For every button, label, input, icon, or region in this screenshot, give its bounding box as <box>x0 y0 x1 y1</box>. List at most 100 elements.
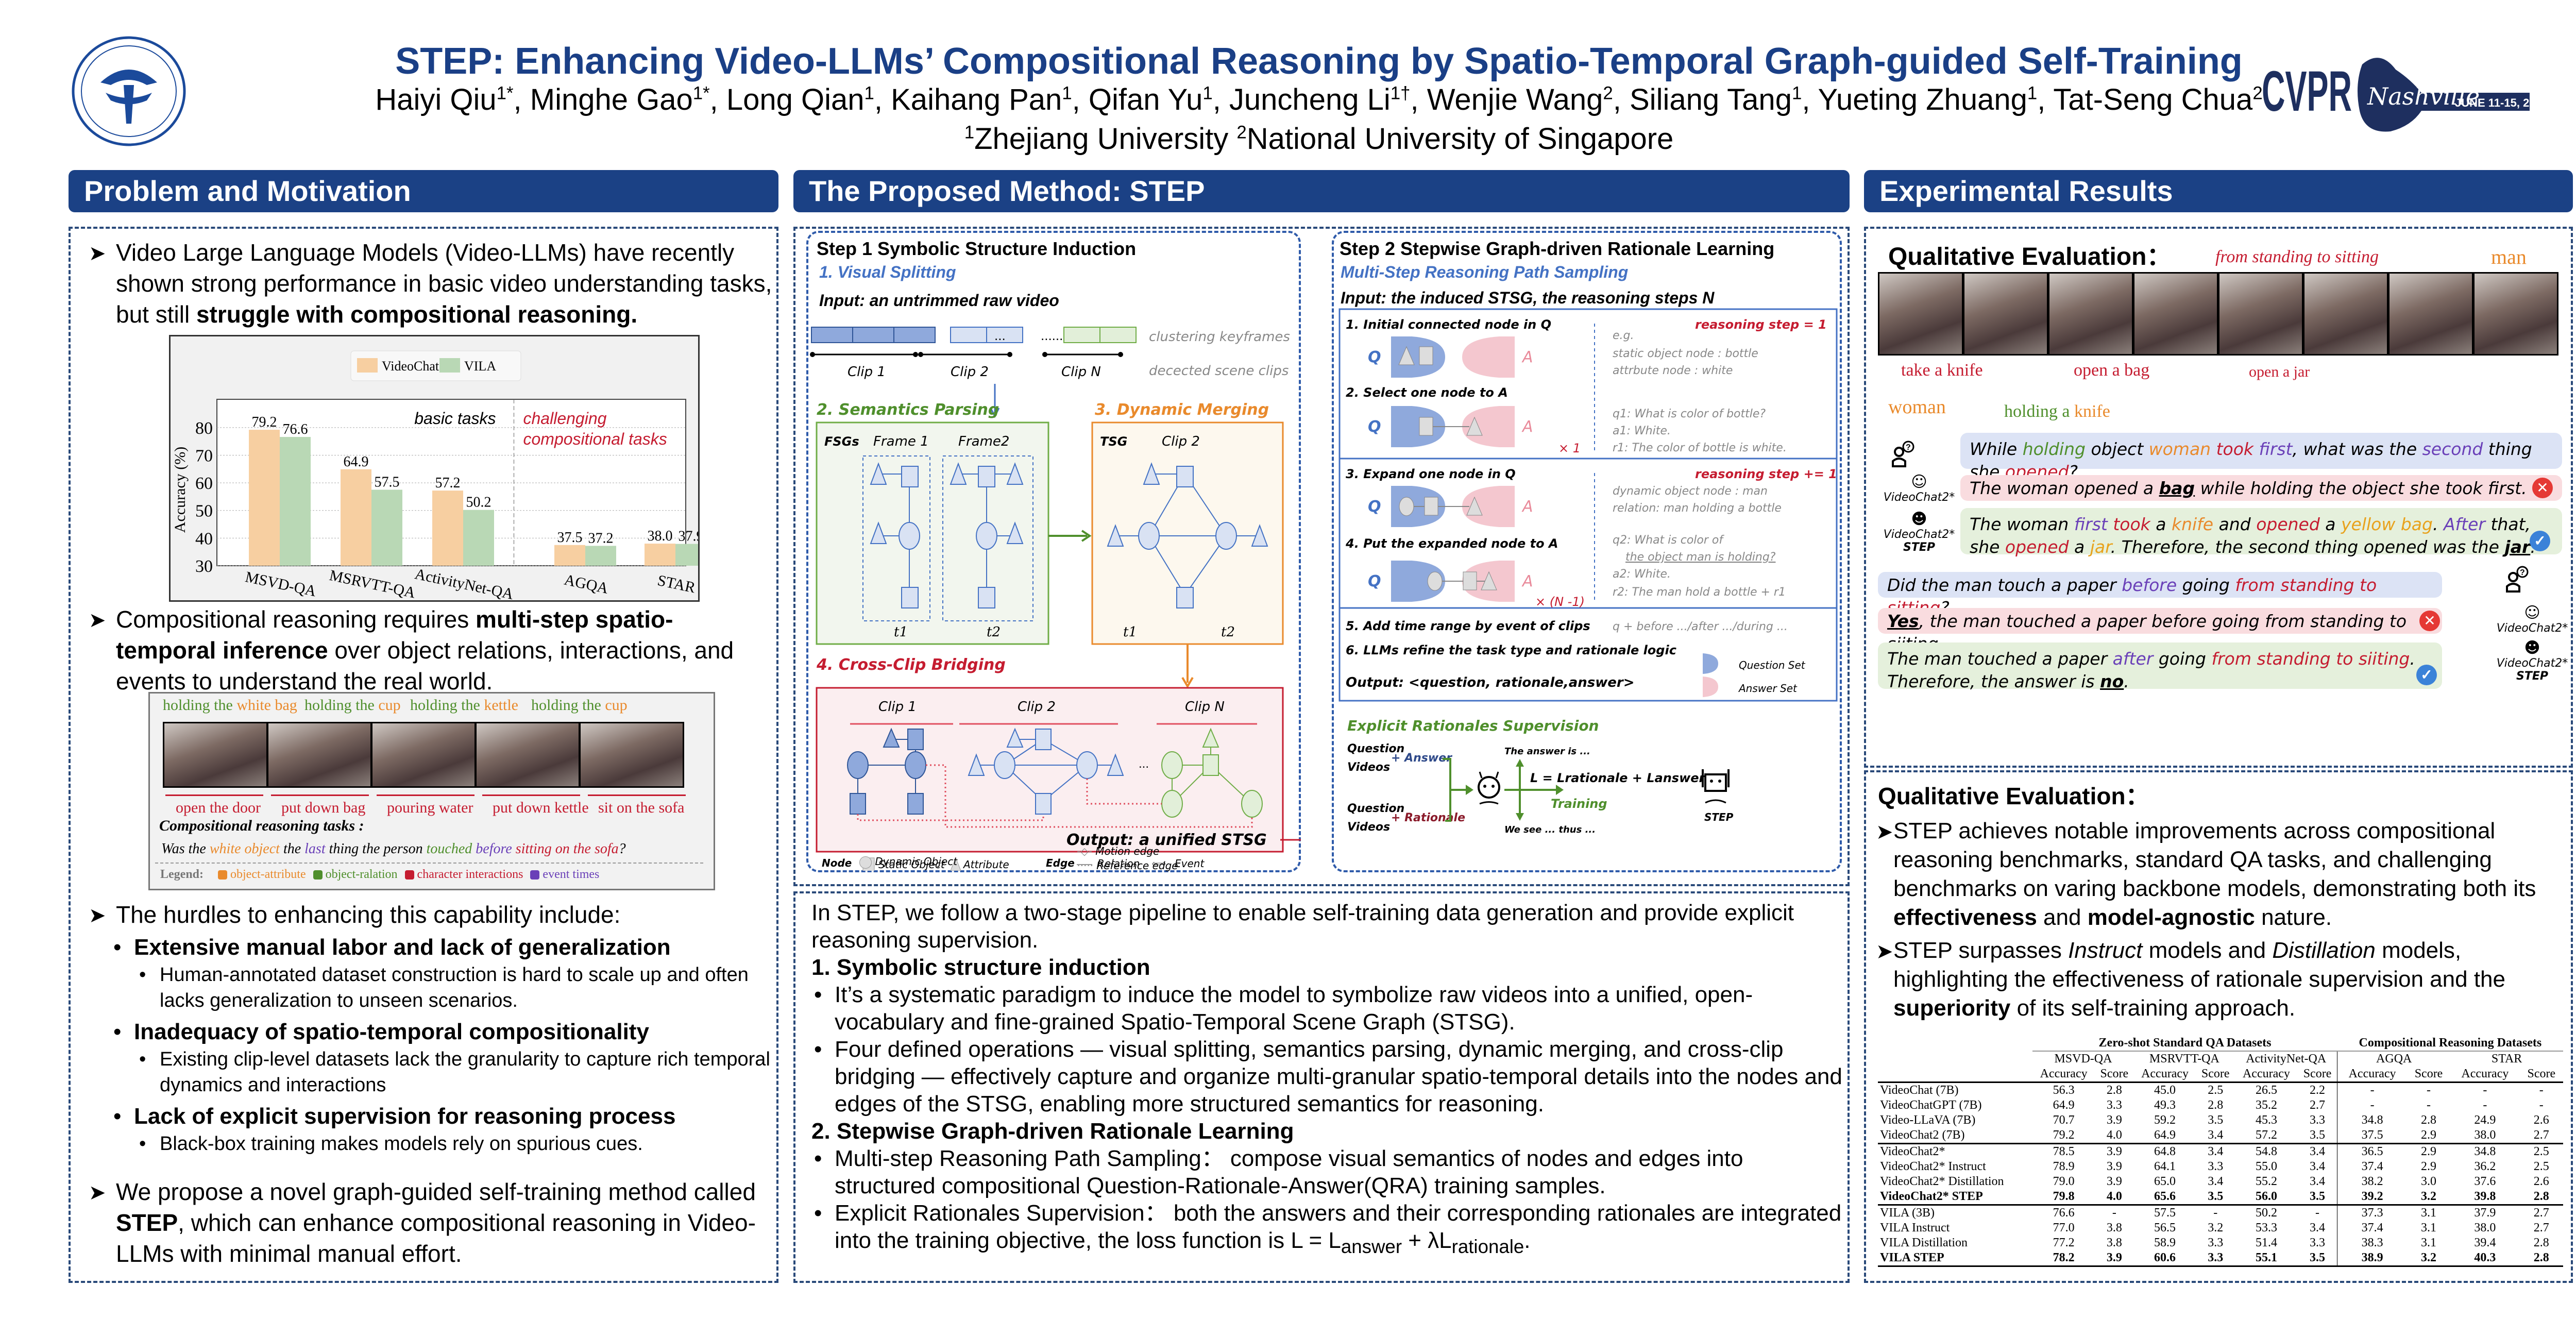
video-frame <box>579 722 684 788</box>
dialog2-question: Did the man touch a paper before going f… <box>1878 572 2442 618</box>
legend-label: character interactions <box>417 868 523 881</box>
bar-value-label: 79.2 <box>252 414 277 430</box>
affiliation-name: National University of Singapore <box>1246 122 1674 156</box>
author-affiliation-mark: 1† <box>1390 83 1411 104</box>
video-frame <box>2303 272 2388 356</box>
svg-text:STEP: STEP <box>1704 811 1734 823</box>
method-description: In STEP, we follow a two-stage pipeline … <box>811 900 1842 1257</box>
step1-title: Step 1 Symbolic Structure Induction <box>817 238 1137 259</box>
holding-knife-label: holding a knife <box>2004 402 2110 421</box>
event-span-line <box>165 794 263 796</box>
legend-swatch <box>313 870 323 880</box>
svg-text:1. Initial connected node in Q: 1. Initial connected node in Q <box>1346 317 1551 332</box>
svg-text:t1: t1 <box>894 624 908 640</box>
bar-vila <box>463 510 494 566</box>
svg-text:q2: What is color of: q2: What is color of <box>1613 534 1724 547</box>
svg-text:Static Object: Static Object <box>878 858 945 871</box>
keyframes-label: clustering keyframes <box>1149 329 1290 345</box>
svg-text:We see ... thus ...: We see ... thus ... <box>1504 824 1596 835</box>
correct-icon: ✓ <box>2416 665 2437 685</box>
bar-value-label: 37.2 <box>588 530 614 546</box>
y-axis-label: Accuracy (%) <box>172 447 189 533</box>
svg-text:FSGs: FSGs <box>824 434 859 449</box>
svg-text:a1: White.: a1: White. <box>1613 425 1671 437</box>
fsg-box <box>816 421 1049 645</box>
svg-text:Q: Q <box>1368 572 1381 590</box>
visual-splitting-label: 1. Visual Splitting <box>819 263 956 281</box>
step2-box <box>1332 231 1842 872</box>
svg-text:q + before .../after .../durin: q + before .../after .../during ... <box>1613 620 1788 633</box>
author-affiliation-mark: 2 <box>2252 83 2263 104</box>
dialog1-correct-answer: The woman first took a knife and opened … <box>1960 508 2562 557</box>
y-tick-label: 30 <box>195 557 213 576</box>
model-name: VideoChat (7B) <box>1880 1084 1959 1097</box>
svg-text:+ Answer: + Answer <box>1391 752 1452 765</box>
bar-value-label: 37.5 <box>557 530 583 546</box>
qualitative-panel <box>1864 227 2573 768</box>
holding-annotation: holding the white bag <box>163 697 297 714</box>
poster-title: STEP: Enhancing Video-LLMs’ Compositiona… <box>395 41 2243 82</box>
problem-panel <box>69 227 778 1283</box>
video-frame <box>371 722 476 788</box>
svg-text:Question: Question <box>1347 802 1404 815</box>
bar-videochat2 <box>645 544 675 566</box>
dialog2-correct-answer: The man touched a paper after going from… <box>1878 642 2442 691</box>
y-tick-label: 40 <box>195 529 213 548</box>
user-question-icon: ? <box>2504 566 2530 594</box>
model-name: VideoChat2* Distillation <box>1880 1175 2004 1188</box>
svg-text:Output: <question, rationale,: Output: <question, rationale,answer> <box>1346 675 1635 690</box>
svg-text:Attribute: Attribute <box>962 858 1009 871</box>
svg-text:r2: The man hold a bottle + r1: r2: The man hold a bottle + r1 <box>1613 586 1786 599</box>
correct-icon: ✓ <box>2530 531 2550 551</box>
svg-text:q1: What is color of bottle?: q1: What is color of bottle? <box>1613 408 1766 420</box>
svg-text:L = Lrationale + Lanswer: L = Lrationale + Lanswer <box>1530 771 1706 785</box>
step1-output: Output: a unified STSG <box>1066 831 1267 849</box>
model-name: VideoChat2* <box>1880 1145 1945 1158</box>
author-name: Minghe Gao <box>530 83 693 116</box>
svg-text:Q: Q <box>1368 498 1381 516</box>
user-question-icon: ? <box>1890 441 1916 467</box>
event-arrow-icon: ⟺ <box>1151 858 1166 870</box>
arrowhead-bullet-icon: ➤ <box>1876 821 1893 843</box>
section-header-problem: Problem and Motivation <box>69 170 778 212</box>
svg-text:A: A <box>1521 418 1533 436</box>
hurdle-title: •Extensive manual labor and lack of gene… <box>113 935 671 960</box>
dynamic-object-icon <box>859 856 872 869</box>
svg-text:4. Put the expanded node to A: 4. Put the expanded node to A <box>1345 536 1558 551</box>
legend-swatch <box>404 870 414 880</box>
author-affiliation-mark: 1 <box>864 83 874 104</box>
cross-clip-bridging-label: 4. Cross-Clip Bridging <box>816 656 1006 674</box>
annotation-basic-tasks: basic tasks <box>414 409 496 428</box>
legend-label: event times <box>543 868 600 881</box>
video-frame <box>267 722 372 788</box>
video-frame <box>2473 272 2558 356</box>
svg-text:reasoning step += 1: reasoning step += 1 <box>1695 467 1837 481</box>
author-affiliation-mark: 1 <box>1202 83 1213 104</box>
svg-text:Q: Q <box>1368 418 1381 436</box>
divider <box>155 863 703 864</box>
svg-text:Frame 1: Frame 1 <box>873 434 929 449</box>
svg-text:t1: t1 <box>1123 624 1137 640</box>
example-question: Was the white object the last thing the … <box>161 841 626 857</box>
ellipsis: ... <box>994 328 1006 343</box>
svg-text:× 1: × 1 <box>1558 441 1581 455</box>
author-name: Qifan Yu <box>1088 83 1203 116</box>
y-tick-label: 50 <box>195 502 213 521</box>
author-affiliation-mark: 1 <box>1062 83 1072 104</box>
author-name: Juncheng Li <box>1229 83 1391 116</box>
event-span-line <box>482 794 580 796</box>
video-frame <box>2218 272 2303 356</box>
holding-annotation: holding the kettle <box>410 697 518 714</box>
svg-text:reasoning step = 1: reasoning step = 1 <box>1695 317 1827 332</box>
arrowhead-bullet-icon: ➤ <box>89 904 106 927</box>
bar-vila <box>371 489 402 566</box>
